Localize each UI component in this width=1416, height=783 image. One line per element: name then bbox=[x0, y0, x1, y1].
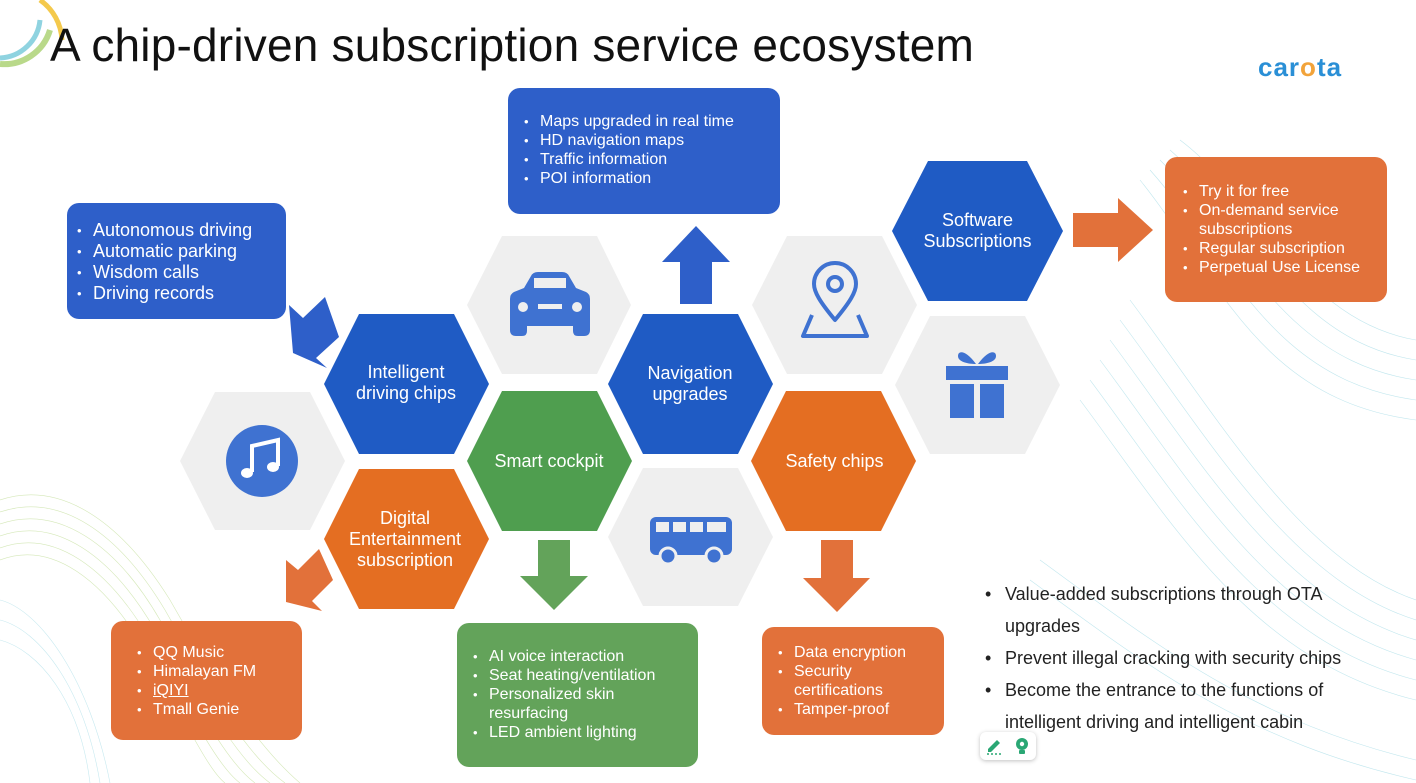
page-title: A chip-driven subscription service ecosy… bbox=[50, 19, 975, 71]
list-item: LED ambient lighting bbox=[469, 723, 690, 742]
arrow-right-software bbox=[1073, 198, 1153, 262]
arrow-downleft-digital bbox=[286, 549, 333, 611]
maps-box: Maps upgraded in real time HD navigation… bbox=[508, 88, 780, 214]
carota-logo: carota bbox=[1258, 52, 1343, 82]
list-item: Autonomous driving bbox=[73, 220, 278, 241]
list-item: Automatic parking bbox=[73, 241, 278, 262]
arrow-down-safety bbox=[803, 540, 870, 612]
software-box: Try it for free On-demand service subscr… bbox=[1165, 157, 1387, 302]
list-item: Tmall Genie bbox=[133, 700, 294, 719]
list-item: Security certifications bbox=[774, 662, 938, 700]
list-item: Tamper-proof bbox=[774, 700, 938, 719]
hex-label-intelligent: Intelligent driving chips bbox=[355, 362, 457, 403]
bus-icon bbox=[650, 517, 732, 566]
list-item: Himalayan FM bbox=[133, 662, 294, 681]
music-note-icon bbox=[226, 425, 298, 497]
hex-navigation bbox=[608, 314, 773, 454]
hex-label-navigation: Navigation upgrades bbox=[647, 363, 733, 404]
hex-smart bbox=[467, 391, 632, 531]
list-item: Data encryption bbox=[774, 643, 938, 662]
list-item: Regular subscription bbox=[1179, 239, 1381, 258]
list-item: Personalized skin resurfacing bbox=[469, 685, 690, 723]
autonomous-box: Autonomous driving Automatic parking Wis… bbox=[67, 203, 286, 319]
list-item: Traffic information bbox=[520, 150, 772, 169]
cockpit-box: AI voice interaction Seat heating/ventil… bbox=[457, 623, 698, 767]
arrow-down-smart bbox=[520, 540, 588, 610]
summary-item: Become the entrance to the functions of … bbox=[985, 674, 1385, 738]
entertainment-box: QQ Music Himalayan FM iQIYI Tmall Genie bbox=[111, 621, 302, 740]
list-item-link[interactable]: iQIYI bbox=[133, 681, 294, 700]
summary-item: Prevent illegal cracking with security c… bbox=[985, 642, 1385, 674]
list-item: Seat heating/ventilation bbox=[469, 666, 690, 685]
list-item: QQ Music bbox=[133, 643, 294, 662]
safety-box: Data encryption Security certifications … bbox=[762, 627, 944, 735]
list-item: On-demand service subscriptions bbox=[1179, 201, 1381, 239]
list-item: AI voice interaction bbox=[469, 647, 690, 666]
gift-icon bbox=[946, 352, 1008, 418]
hex-label-software: Software Subscriptions bbox=[923, 210, 1032, 251]
list-item: Maps upgraded in real time bbox=[520, 112, 772, 131]
list-item: Wisdom calls bbox=[73, 262, 278, 283]
hex-label-digital: Digital Entertainment subscription bbox=[348, 507, 462, 570]
list-item: HD navigation maps bbox=[520, 131, 772, 150]
hex-location bbox=[752, 236, 917, 374]
arrow-up-navigation bbox=[662, 226, 730, 304]
location-pin-icon bbox=[801, 261, 869, 338]
pen-icon[interactable] bbox=[984, 736, 1004, 756]
hex-label-safety: Safety chips bbox=[785, 450, 884, 471]
list-item: Perpetual Use License bbox=[1179, 258, 1381, 277]
hex-label-smart: Smart cockpit bbox=[494, 450, 604, 471]
hex-gift bbox=[895, 316, 1060, 454]
lightbulb-icon[interactable] bbox=[1012, 736, 1032, 756]
list-item: Driving records bbox=[73, 283, 278, 304]
floating-toolbar bbox=[980, 732, 1036, 760]
car-icon bbox=[510, 272, 590, 336]
hex-intelligent bbox=[324, 314, 489, 454]
hex-safety bbox=[751, 391, 916, 531]
summary-list: Value-added subscriptions through OTA up… bbox=[985, 578, 1385, 738]
hex-digital bbox=[324, 469, 489, 609]
hex-software bbox=[892, 161, 1063, 301]
list-item: Try it for free bbox=[1179, 182, 1381, 201]
arrow-upleft-intelligent bbox=[289, 297, 339, 368]
list-item: POI information bbox=[520, 169, 772, 188]
summary-item: Value-added subscriptions through OTA up… bbox=[985, 578, 1385, 642]
